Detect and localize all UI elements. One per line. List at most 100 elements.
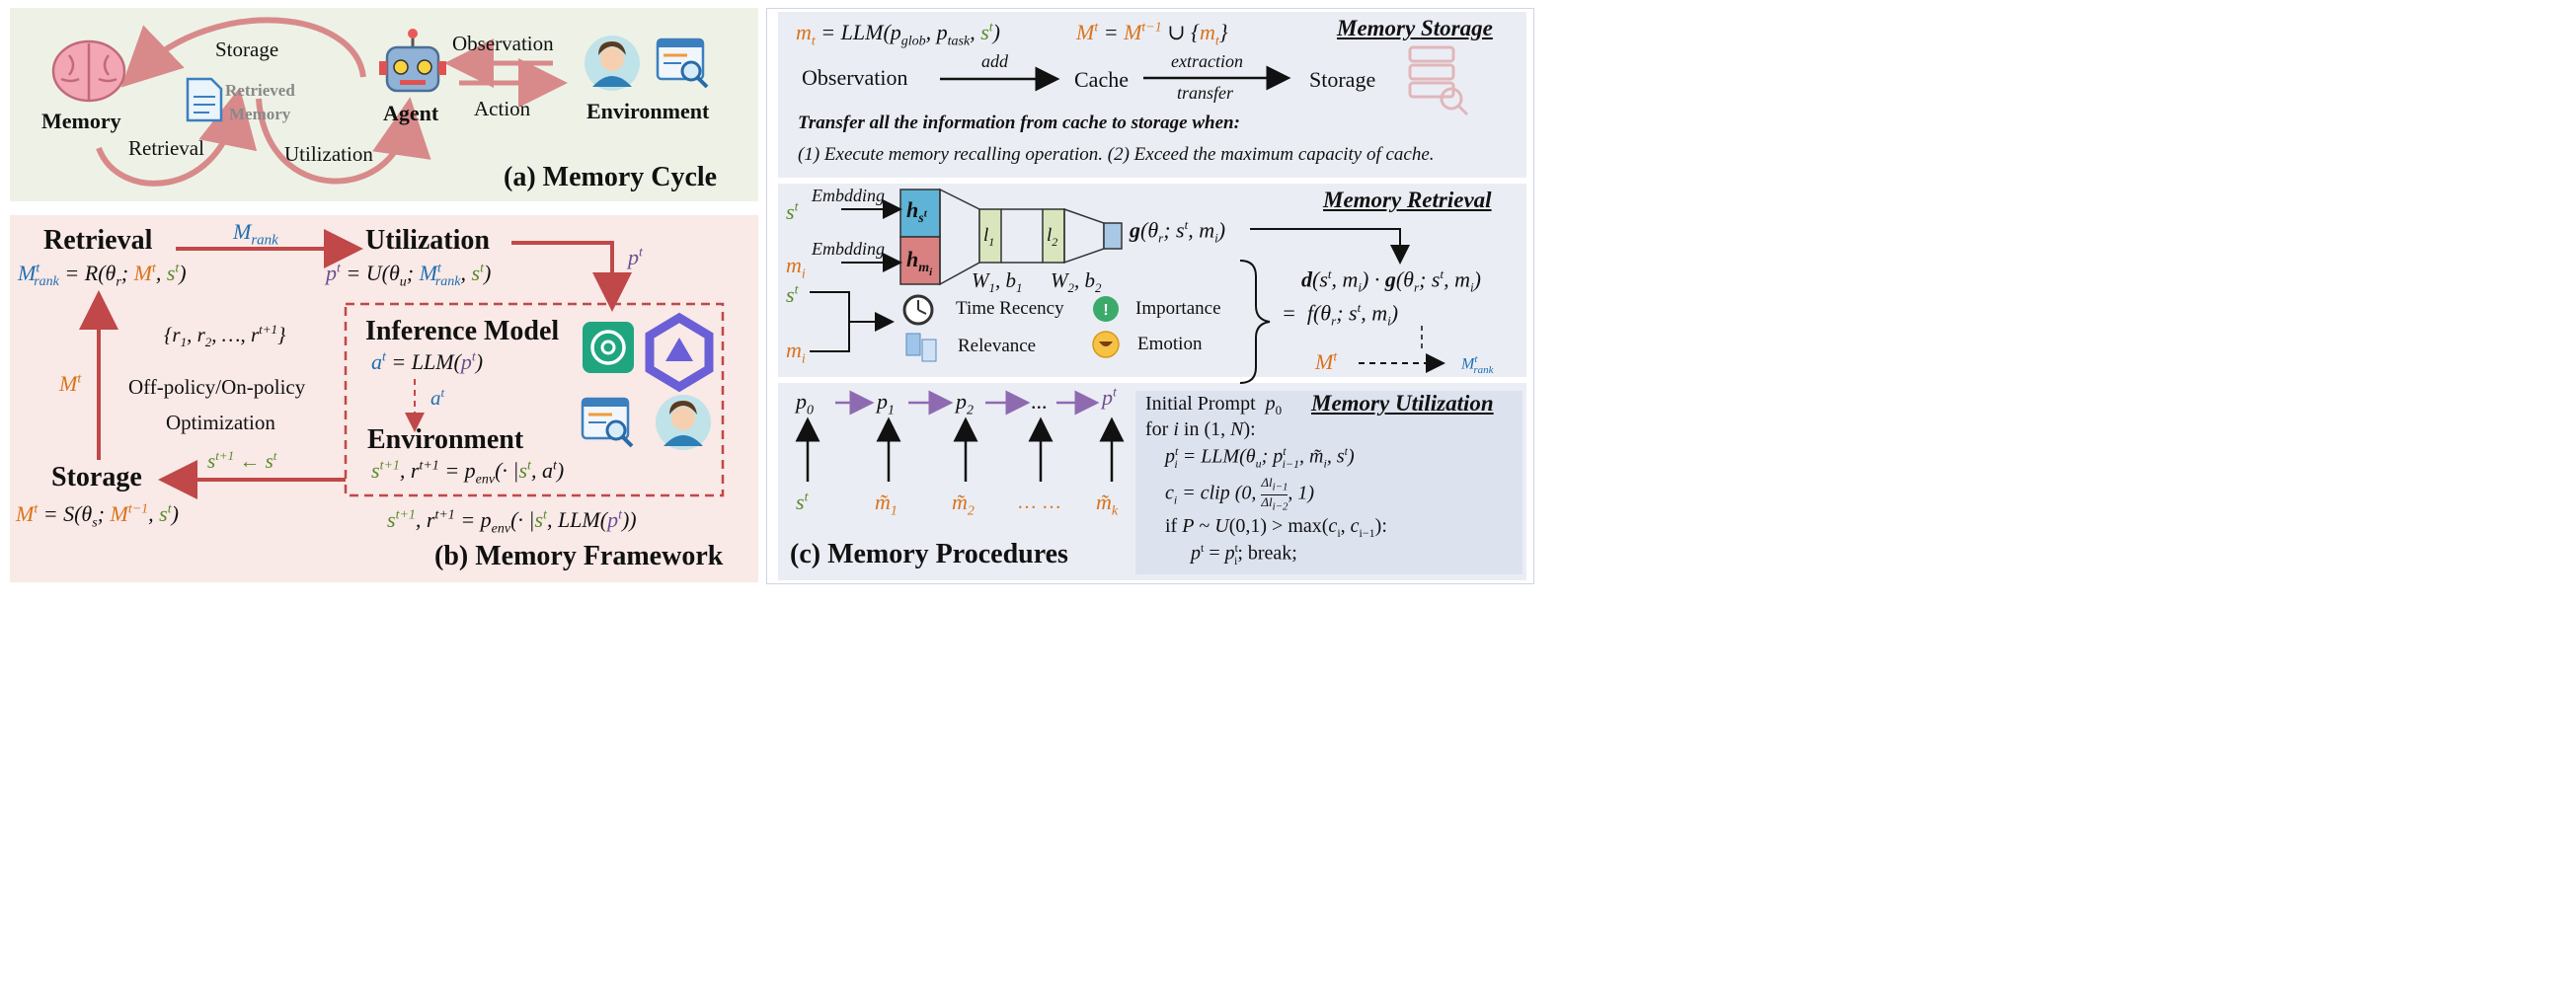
environment-equation: st+1, rt+1 = penv(· |st, at) bbox=[371, 458, 565, 488]
label-retrieved-memory: Memory bbox=[229, 105, 291, 123]
label-memory: Memory bbox=[41, 109, 121, 133]
g-function: g(θr; st, mi) bbox=[1130, 217, 1226, 246]
clock-icon bbox=[902, 294, 934, 326]
label-st-1: st bbox=[786, 199, 799, 224]
initial-prompt-line: Initial Prompt p0 bbox=[1145, 393, 1283, 417]
p0-node: p0 bbox=[796, 389, 814, 418]
transfer-conditions: (1) Execute memory recalling operation. … bbox=[798, 144, 1435, 165]
label-retrieved: Retrieved bbox=[225, 81, 295, 100]
person-icon-b bbox=[656, 395, 711, 450]
p1-node: p1 bbox=[877, 389, 895, 418]
person-icon-a bbox=[585, 36, 640, 91]
panel-b-title: (b) Memory Framework bbox=[434, 541, 724, 571]
funnel-2 bbox=[1063, 207, 1105, 265]
output-box bbox=[1103, 222, 1123, 250]
label-off-policy: Off-policy/On-policy bbox=[128, 375, 306, 399]
panel-c-title: (c) Memory Procedures bbox=[790, 539, 1068, 569]
label-action: Action bbox=[474, 97, 531, 120]
relevance-icon bbox=[905, 333, 937, 362]
label-p-t: pt bbox=[628, 245, 643, 269]
label-embedding-2: Embdding bbox=[812, 239, 885, 259]
f-equation: = f(θr; st, mi) bbox=[1282, 300, 1399, 329]
chatgpt-icon bbox=[583, 322, 634, 373]
arrow-utilization-inference bbox=[511, 241, 632, 312]
state-update: st+1 ← st bbox=[207, 448, 277, 473]
utilization-equation: pt = U(θu; Mtrank, st) bbox=[326, 261, 492, 290]
label-retrieval-b: Retrieval bbox=[43, 225, 153, 256]
label-h-mi: hmi bbox=[906, 247, 933, 279]
label-l2: l2 bbox=[1047, 225, 1058, 249]
document-icon bbox=[186, 77, 223, 122]
m1-input: m̃1 bbox=[875, 490, 898, 519]
label-a-t: at bbox=[430, 385, 445, 410]
label-cache: Cache bbox=[1074, 67, 1129, 92]
panel-a-title: (a) Memory Cycle bbox=[504, 162, 718, 192]
label-emotion: Emotion bbox=[1137, 334, 1203, 354]
label-M-rank-c: Mtrank bbox=[1461, 353, 1494, 376]
label-mi-2: mi bbox=[786, 338, 806, 367]
label-observation-c: Observation bbox=[802, 65, 908, 90]
inference-equation: at = LLM(pt) bbox=[371, 349, 484, 374]
storage-equation: Mt = S(θs; Mt−1, st) bbox=[16, 501, 179, 531]
ellipsis-bottom: … … bbox=[1017, 492, 1061, 513]
arrow-g-down bbox=[1250, 228, 1410, 265]
arc-storage bbox=[120, 17, 366, 88]
M-t-equation: Mt = Mt−1 ∪ {mt} bbox=[1076, 20, 1228, 49]
browser-search-icon-a bbox=[656, 38, 709, 89]
label-observation-a: Observation bbox=[452, 32, 554, 55]
m2-input: m̃2 bbox=[952, 490, 975, 519]
robot-icon bbox=[379, 29, 446, 93]
h-m-box bbox=[899, 236, 941, 285]
memory-utilization-title: Memory Utilization bbox=[1311, 391, 1494, 416]
reward-set: {r1, r2, …, rt+1} bbox=[164, 322, 286, 350]
d-equation: d(st, mi) · g(θr; st, mi) bbox=[1301, 266, 1481, 295]
label-l1: l1 bbox=[983, 225, 995, 249]
p2-node: p2 bbox=[956, 389, 974, 418]
importance-icon: ! bbox=[1093, 296, 1119, 322]
pt-node: pt bbox=[1102, 385, 1117, 410]
bottom-equation: st+1, rt+1 = penv(· |st, LLM(pt)) bbox=[387, 507, 637, 537]
mk-input: m̃k bbox=[1096, 490, 1119, 519]
if-condition-line: if P ~ U(0,1) > max(ci, ci−1): bbox=[1165, 515, 1387, 540]
label-storage-a: Storage bbox=[215, 38, 279, 61]
panel-b-bg bbox=[10, 215, 758, 582]
panel-c-storage-bg bbox=[778, 12, 1526, 178]
brain-icon bbox=[51, 39, 126, 103]
qwen-icon bbox=[645, 312, 714, 393]
curly-brace bbox=[1239, 260, 1271, 384]
transfer-all: Transfer all the information from cache … bbox=[798, 113, 1240, 133]
ellipsis-top: ... bbox=[1031, 389, 1048, 414]
browser-search-icon-b bbox=[581, 397, 634, 448]
memory-retrieval-title: Memory Retrieval bbox=[1323, 188, 1492, 212]
label-retrieval-a: Retrieval bbox=[128, 136, 204, 160]
label-environment-a: Environment bbox=[586, 99, 710, 123]
server-icon bbox=[1408, 45, 1469, 116]
panel-c-utilization-code-bg bbox=[1135, 391, 1522, 574]
pi-update-line: pti = LLM(θu; pti−1, m̃i, st) bbox=[1165, 444, 1355, 471]
emotion-icon bbox=[1092, 331, 1120, 358]
st-input: st bbox=[796, 490, 809, 514]
label-time-recency: Time Recency bbox=[956, 298, 1064, 319]
label-storage-b: Storage bbox=[51, 462, 142, 492]
for-line: for i in (1, N): bbox=[1145, 418, 1256, 440]
label-relevance: Relevance bbox=[958, 336, 1037, 356]
arc-utilization bbox=[256, 97, 431, 185]
label-mi-1: mi bbox=[786, 253, 806, 282]
memory-storage-title: Memory Storage bbox=[1337, 16, 1493, 40]
break-line: pt = pti; break; bbox=[1191, 541, 1297, 568]
retrieval-equation: Mtrank = R(θr; Mt, st) bbox=[18, 261, 187, 290]
label-environment-b: Environment bbox=[367, 424, 524, 455]
arc-retrieval bbox=[96, 87, 258, 187]
label-m-t-b: Mt bbox=[59, 371, 82, 396]
label-agent: Agent bbox=[383, 101, 439, 125]
label-w2b2: W2, b2 bbox=[1051, 268, 1102, 296]
l1-box bbox=[978, 208, 1002, 264]
label-m-rank: Mrank bbox=[233, 219, 278, 249]
label-inference-model: Inference Model bbox=[365, 316, 560, 346]
label-h-st: hst bbox=[906, 197, 927, 227]
label-w1b1: W1, b1 bbox=[972, 268, 1023, 296]
label-add: add bbox=[981, 51, 1008, 71]
label-storage-c: Storage bbox=[1309, 67, 1376, 92]
